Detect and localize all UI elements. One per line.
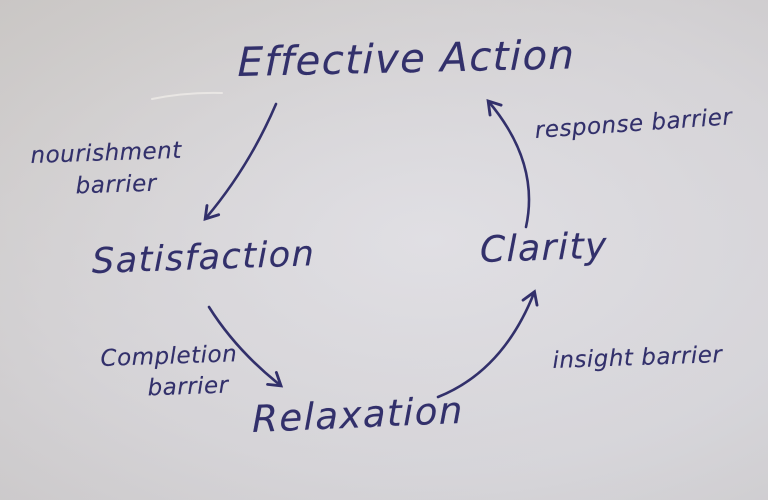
arrow-effective-action-to-satisfaction bbox=[203, 102, 278, 222]
node-satisfaction: Satisfaction bbox=[92, 234, 316, 283]
barrier-nourishment: nourishment barrier bbox=[30, 135, 183, 204]
arrow-clarity-to-effective-action bbox=[486, 98, 531, 229]
barrier-response: response barrier bbox=[534, 104, 734, 144]
node-clarity: Clarity bbox=[480, 225, 608, 272]
barrier-nourishment-line1: nourishment bbox=[30, 137, 183, 169]
barrier-insight: insight barrier bbox=[552, 342, 723, 374]
node-relaxation: Relaxation bbox=[252, 388, 465, 442]
node-effective-action: Effective Action bbox=[237, 32, 576, 87]
barrier-completion-line2: barrier bbox=[147, 372, 230, 402]
barrier-completion-line1: Completion bbox=[100, 341, 238, 372]
barrier-nourishment-line2: barrier bbox=[75, 170, 158, 200]
paper-crease bbox=[151, 91, 223, 100]
barrier-completion: Completion barrier bbox=[100, 339, 239, 406]
arrow-relaxation-to-clarity bbox=[436, 289, 539, 399]
